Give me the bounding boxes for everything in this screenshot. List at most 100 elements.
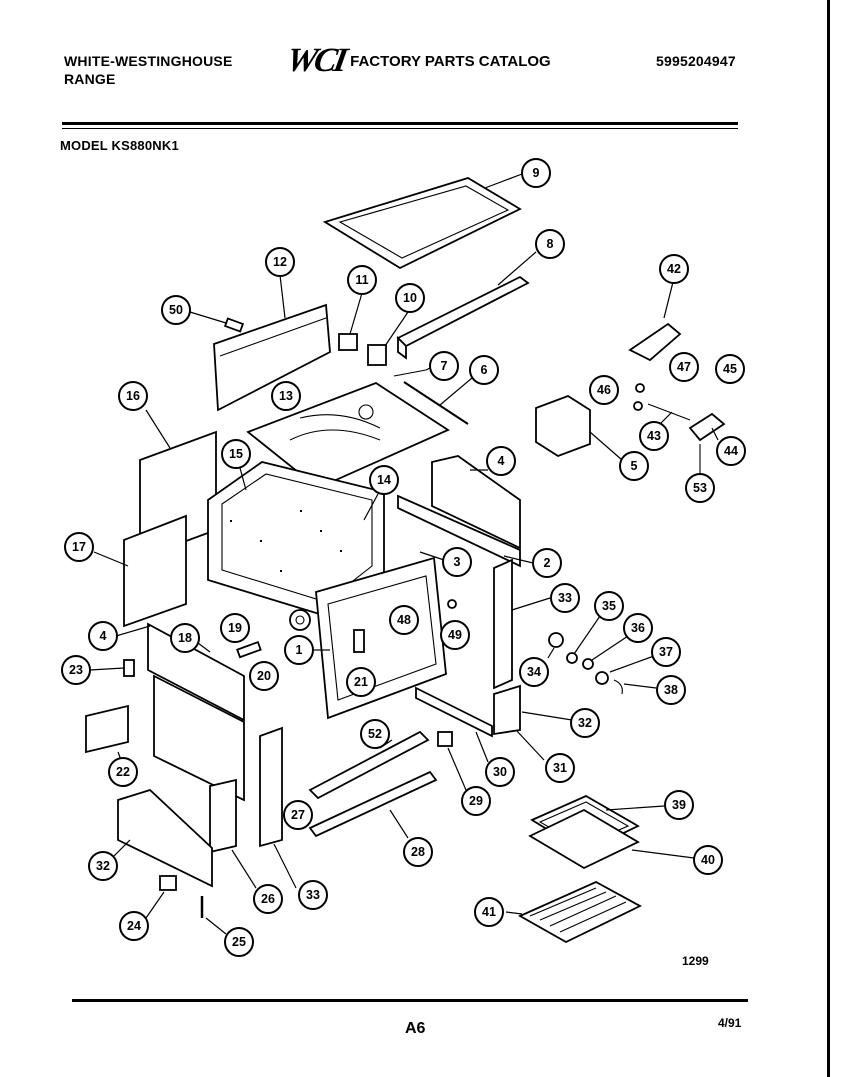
part-32-bracket [493, 684, 573, 761]
part-24-clip [145, 875, 177, 919]
svg-text:41: 41 [482, 905, 496, 919]
callout-48: 48 [389, 605, 419, 635]
part-35-36-knobs [566, 615, 629, 670]
callout-5: 5 [619, 451, 649, 481]
footer-rule [72, 999, 748, 1002]
part-8-vent-rail [396, 251, 537, 360]
callout-4-lower: 4 [88, 621, 118, 651]
svg-text:47: 47 [677, 360, 691, 374]
callout-4-upper: 4 [486, 446, 516, 476]
callout-28: 28 [403, 837, 433, 867]
svg-text:29: 29 [469, 794, 483, 808]
callout-19: 19 [220, 613, 250, 643]
svg-text:30: 30 [493, 765, 507, 779]
callout-9: 9 [521, 158, 551, 188]
part-cabinet-side [153, 674, 245, 802]
part-26-bracket [209, 778, 257, 889]
svg-text:28: 28 [411, 845, 425, 859]
callout-32-left: 32 [88, 851, 118, 881]
svg-text:43: 43 [647, 429, 661, 443]
part-4-rear-panel [431, 455, 521, 550]
callout-18: 18 [170, 623, 200, 653]
part-46-screws [633, 383, 645, 411]
callout-53: 53 [685, 473, 715, 503]
part-4-lower-panel [115, 622, 245, 722]
part-30-drawer-rail [415, 686, 493, 763]
catalog-number: 5995204947 [656, 53, 736, 69]
part-20-igniter [236, 640, 262, 659]
svg-text:15: 15 [229, 447, 243, 461]
callout-13: 13 [271, 381, 301, 411]
svg-text:36: 36 [631, 621, 645, 635]
callout-8: 8 [535, 229, 565, 259]
callout-3: 3 [442, 547, 472, 577]
callout-33-lower: 33 [298, 880, 328, 910]
svg-text:35: 35 [602, 599, 616, 613]
brand-name: WHITE-WESTINGHOUSE [64, 53, 233, 69]
svg-text:22: 22 [116, 765, 130, 779]
svg-text:20: 20 [257, 669, 271, 683]
right-edge-bar [827, 0, 830, 1077]
callout-49: 49 [440, 620, 470, 650]
callout-26: 26 [253, 884, 283, 914]
part-29-clip [437, 731, 467, 791]
callout-45: 45 [715, 354, 745, 384]
callout-7: 7 [429, 351, 459, 381]
svg-text:10: 10 [403, 291, 417, 305]
catalog-heading: WCI FACTORY PARTS CATALOG [284, 42, 551, 79]
svg-text:17: 17 [72, 540, 86, 554]
part-11-terminal-block [338, 292, 363, 351]
svg-text:2: 2 [544, 556, 551, 570]
callout-1: 1 [284, 635, 314, 665]
part-28-kick-rail [308, 770, 438, 839]
part-17-side-panel [93, 514, 187, 628]
svg-text:44: 44 [724, 444, 738, 458]
callout-6: 6 [469, 355, 499, 385]
product-type: RANGE [64, 71, 116, 87]
callout-17: 17 [64, 532, 94, 562]
svg-text:33: 33 [306, 888, 320, 902]
page-number: A6 [405, 1020, 426, 1037]
svg-text:40: 40 [701, 853, 715, 867]
callout-21: 21 [346, 667, 376, 697]
part-6-rod [403, 377, 473, 425]
svg-text:48: 48 [397, 613, 411, 627]
part-9-top-plate [322, 173, 523, 270]
svg-text:14: 14 [377, 473, 391, 487]
callout-31: 31 [545, 753, 575, 783]
svg-text:23: 23 [69, 663, 83, 677]
revision-date: 4/91 [718, 1016, 742, 1030]
part-23-clip [89, 659, 135, 677]
callout-35: 35 [594, 591, 624, 621]
callout-10: 10 [395, 283, 425, 313]
callout-12: 12 [265, 247, 295, 277]
svg-text:12: 12 [273, 255, 287, 269]
svg-text:5: 5 [631, 459, 638, 473]
svg-text:11: 11 [355, 273, 368, 287]
callout-52: 52 [360, 719, 390, 749]
part-42-bracket [628, 281, 682, 362]
svg-text:52: 52 [368, 727, 382, 741]
part-10-switch [367, 311, 409, 366]
svg-text:21: 21 [354, 675, 368, 689]
svg-text:45: 45 [723, 362, 737, 376]
part-33-trim-strip [493, 558, 551, 690]
callout-40: 40 [693, 845, 723, 875]
header-rule-thin [62, 128, 738, 129]
part-7-screw [393, 367, 431, 377]
callout-24: 24 [119, 911, 149, 941]
figure-number: 1299 [682, 954, 709, 968]
callout-29: 29 [461, 786, 491, 816]
part-32-drawer-front [113, 788, 213, 888]
svg-text:3: 3 [454, 555, 461, 569]
svg-text:32: 32 [96, 859, 110, 873]
part-25-screw [200, 896, 227, 935]
svg-text:16: 16 [126, 389, 140, 403]
svg-text:32: 32 [578, 716, 592, 730]
callout-46: 46 [589, 375, 619, 405]
callout-23: 23 [61, 655, 91, 685]
callout-37: 37 [651, 637, 681, 667]
callout-38: 38 [656, 675, 686, 705]
svg-text:7: 7 [441, 359, 448, 373]
